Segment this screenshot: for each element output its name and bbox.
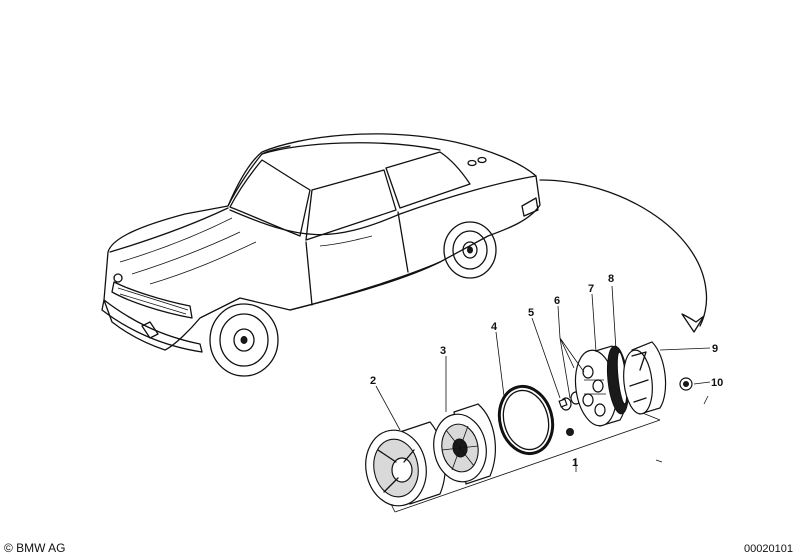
callout-8: 8 xyxy=(608,273,614,285)
part-9-rear-cover xyxy=(623,341,667,415)
part-10-nut xyxy=(679,377,693,391)
callout-10: 10 xyxy=(711,377,723,389)
callout-labels: 1 2 3 4 5 6 7 8 9 10 xyxy=(370,273,723,469)
part-5-bulbs xyxy=(558,391,582,436)
callout-3: 3 xyxy=(440,345,446,357)
callout-7: 7 xyxy=(588,283,594,295)
callout-9: 9 xyxy=(712,343,718,355)
callout-1: 1 xyxy=(572,457,578,469)
callout-4: 4 xyxy=(491,321,498,333)
leader-lines xyxy=(375,285,711,472)
callout-5: 5 xyxy=(528,307,534,319)
document-number: 00020101 xyxy=(744,543,793,555)
car-illustration xyxy=(101,133,541,377)
callout-2: 2 xyxy=(370,375,376,387)
part-3-lens xyxy=(433,403,496,485)
part-2-housing xyxy=(365,421,446,507)
tick-mark xyxy=(655,459,663,463)
part-4-gasket xyxy=(497,384,555,456)
callout-6: 6 xyxy=(554,295,560,307)
part-8-mounting-plate xyxy=(606,345,630,415)
pointer-arrow xyxy=(539,179,708,333)
copyright-label: © BMW AG xyxy=(4,541,66,555)
